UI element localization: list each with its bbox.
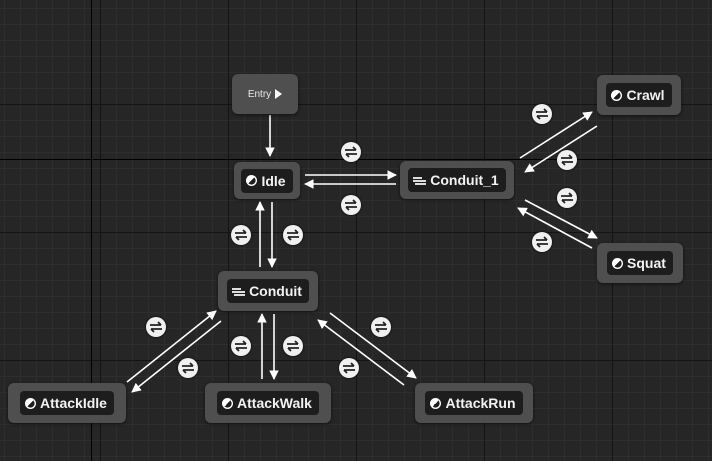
- wire-conduit-1-to-crawl[interactable]: [519, 111, 593, 159]
- transition-rule-icon[interactable]: [283, 336, 303, 356]
- grid-origin-vertical: [91, 0, 92, 461]
- state-icon: [430, 397, 442, 409]
- state-node-idle[interactable]: Idle: [234, 162, 300, 199]
- wire-conduit-to-attackrun[interactable]: [329, 312, 417, 379]
- wire-attackrun-to-conduit[interactable]: [317, 319, 405, 386]
- transition-rule-icon[interactable]: [532, 104, 552, 124]
- node-label: Conduit: [249, 283, 302, 299]
- entry-node[interactable]: Entry: [232, 74, 298, 114]
- transition-rule-icon[interactable]: [371, 317, 391, 337]
- transition-rule-icon[interactable]: [283, 225, 303, 245]
- wire-conduit-1-to-squat[interactable]: [524, 199, 598, 239]
- state-icon: [246, 175, 258, 186]
- state-icon: [222, 397, 234, 409]
- node-label: Squat: [627, 255, 666, 271]
- transition-rule-icon[interactable]: [231, 225, 251, 245]
- transition-rule-icon[interactable]: [339, 358, 359, 378]
- transition-rule-icon[interactable]: [557, 188, 577, 208]
- node-label: Crawl: [626, 87, 665, 103]
- conduit-icon: [232, 286, 246, 296]
- state-icon: [611, 89, 623, 101]
- conduit-icon: [413, 175, 427, 185]
- state-node-squat[interactable]: Squat: [597, 243, 683, 283]
- transition-rule-icon[interactable]: [231, 336, 251, 356]
- transition-rule-icon[interactable]: [557, 150, 577, 170]
- conduit-node-conduit[interactable]: Conduit: [218, 271, 318, 311]
- state-node-attackrun[interactable]: AttackRun: [415, 383, 533, 423]
- wire-squat-to-conduit-1[interactable]: [517, 207, 593, 249]
- state-node-attackidle[interactable]: AttackIdle: [8, 383, 126, 423]
- state-node-attackwalk[interactable]: AttackWalk: [205, 383, 331, 423]
- node-label: AttackWalk: [237, 395, 312, 411]
- transition-rule-icon[interactable]: [146, 317, 166, 337]
- transition-rule-icon[interactable]: [532, 232, 552, 252]
- conduit-node-conduit-1[interactable]: Conduit_1: [400, 161, 514, 199]
- transition-rule-icon[interactable]: [178, 358, 198, 378]
- play-icon: [275, 89, 283, 99]
- node-label: Conduit_1: [430, 172, 499, 188]
- state-icon: [25, 397, 37, 409]
- node-label: Idle: [261, 172, 286, 189]
- state-node-crawl[interactable]: Crawl: [597, 75, 681, 115]
- node-label: AttackIdle: [40, 395, 107, 411]
- state-icon: [612, 257, 624, 269]
- node-label: AttackRun: [445, 395, 516, 411]
- wire-crawl-to-conduit-1[interactable]: [524, 125, 598, 173]
- wire-conduit-to-attackidle[interactable]: [131, 320, 222, 393]
- entry-label: Entry: [247, 88, 272, 100]
- transition-rule-icon[interactable]: [341, 142, 361, 162]
- transition-rule-icon[interactable]: [341, 195, 361, 215]
- wire-attackidle-to-conduit[interactable]: [126, 310, 217, 383]
